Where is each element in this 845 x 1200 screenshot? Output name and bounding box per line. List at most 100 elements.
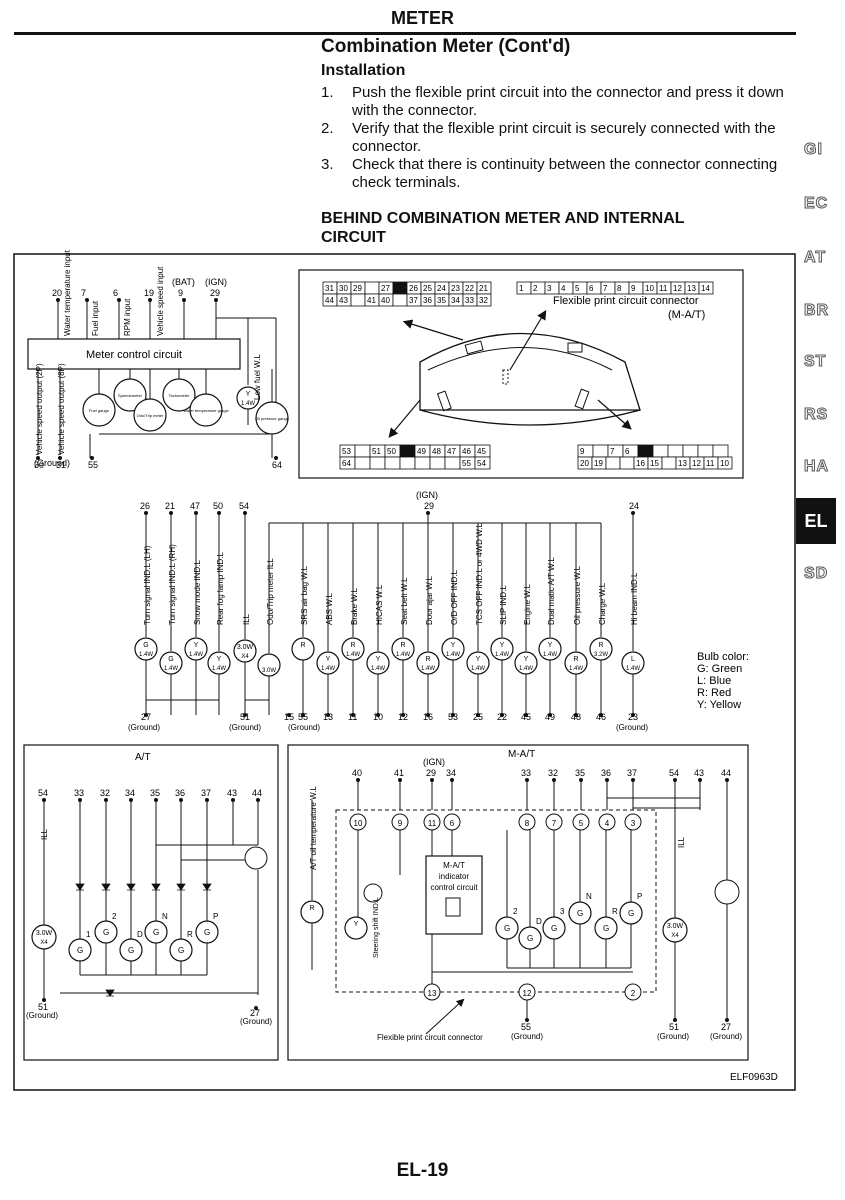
buzzer-circle xyxy=(714,879,740,905)
connector-cell xyxy=(429,456,446,470)
connector-cell xyxy=(350,293,366,307)
tab-rs[interactable]: RS xyxy=(803,406,829,424)
side-tab-index: GI EC AT BR ST RS HA EL SD xyxy=(796,0,845,600)
connector-cell xyxy=(712,444,729,458)
gear-bulb-letter: G xyxy=(527,934,533,943)
lamp-label: Door ajar W.L xyxy=(425,576,434,625)
connector-pin: 51 xyxy=(372,447,381,456)
diode xyxy=(176,883,186,891)
meter-lower-curve xyxy=(419,409,641,426)
pin-number: 35 xyxy=(575,768,585,778)
connector-pin: 36 xyxy=(423,296,432,305)
fpc-terminal xyxy=(624,983,642,1001)
mat-display xyxy=(445,897,461,917)
connector-pin: 23 xyxy=(451,284,460,293)
connector-pin: 7 xyxy=(603,284,608,293)
connector-pin: 53 xyxy=(342,447,351,456)
diode xyxy=(75,883,85,891)
connector-pin: 33 xyxy=(465,296,474,305)
tab-sd[interactable]: SD xyxy=(803,565,829,583)
pin-number: 26 xyxy=(140,501,150,511)
gear-bulb-letter: G xyxy=(153,928,159,937)
output-label: Vehicle speed output (2P) xyxy=(35,363,44,455)
tab-ec[interactable]: EC xyxy=(803,195,829,213)
terminal-dot xyxy=(376,713,380,717)
pin-number: 36 xyxy=(175,788,185,798)
connector-pin: 1 xyxy=(519,284,524,293)
pin-label: Fuel input xyxy=(91,300,100,336)
legend-title: Bulb color: xyxy=(697,651,749,663)
installation-steps: 1.Push the flexible print circuit into t… xyxy=(321,84,796,192)
fpc-terminal-number: 7 xyxy=(552,819,557,828)
connector-pin: 41 xyxy=(367,296,376,305)
tab-st[interactable]: ST xyxy=(803,353,827,371)
connector-cell xyxy=(399,456,416,470)
ground-label: (Ground) xyxy=(128,723,160,732)
fpc-terminal-number: 3 xyxy=(631,819,636,828)
bulb-wattage: 1.4W xyxy=(471,666,485,672)
connector-pin: 4 xyxy=(561,284,566,293)
bulb: R xyxy=(291,637,315,661)
connector-pin: 13 xyxy=(687,284,696,293)
lamp-label: Dual matic A/T W.L xyxy=(547,557,556,625)
connector-frame xyxy=(298,269,744,479)
bulb-color: G xyxy=(143,642,148,649)
connector-pin: 50 xyxy=(387,447,396,456)
lamp-label: O/D OFF IND.L xyxy=(450,569,459,625)
transistor xyxy=(363,883,383,903)
pin-number: 37 xyxy=(627,768,637,778)
pin-number: 36 xyxy=(601,768,611,778)
gear-bulb-letter: G xyxy=(77,946,83,955)
step-number: 1. xyxy=(321,84,334,101)
fpc-terminal-number: 10 xyxy=(354,819,363,828)
diagram-title: BEHIND COMBINATION METER AND INTERNAL CI… xyxy=(321,210,685,246)
pin-number: 33 xyxy=(74,788,84,798)
pointer-arrow xyxy=(402,319,464,341)
connector-cell xyxy=(637,444,654,458)
terminal-dot xyxy=(524,713,528,717)
bulb-color: R xyxy=(425,656,430,663)
bulb-wattage: 1.4W xyxy=(569,666,583,672)
terminal-dot xyxy=(500,713,504,717)
bat-label: (BAT) xyxy=(172,277,195,287)
terminal-dot xyxy=(548,713,552,717)
step-item: 3.Check that there is continuity between… xyxy=(321,156,796,192)
pin-number: 25 xyxy=(473,712,483,722)
connector-cell xyxy=(364,281,380,295)
tab-at[interactable]: AT xyxy=(803,249,827,267)
connector-pin: 11 xyxy=(706,459,715,468)
pin-number: 54 xyxy=(38,788,48,798)
connector-cell xyxy=(682,444,699,458)
tab-el-active[interactable]: EL xyxy=(796,498,836,544)
pin-number: 51 xyxy=(669,1022,679,1032)
bulb: L1.4W xyxy=(621,651,645,675)
page-number: EL-19 xyxy=(396,1160,449,1181)
pin-number: 16 xyxy=(423,712,433,722)
terminal-dot xyxy=(144,713,148,717)
pin-number: 29 xyxy=(210,288,220,298)
at-title: A/T xyxy=(135,752,151,763)
connector-pin: 43 xyxy=(339,296,348,305)
header-rule xyxy=(14,32,796,35)
step-number: 3. xyxy=(321,156,334,173)
bulb: Y1.4W xyxy=(441,637,465,661)
tab-br[interactable]: BR xyxy=(803,302,830,320)
connector-cell xyxy=(697,444,714,458)
connector-pin: 6 xyxy=(589,284,594,293)
tab-gi[interactable]: GI xyxy=(804,141,823,159)
pin-number: 10 xyxy=(373,712,383,722)
tab-ha[interactable]: HA xyxy=(803,458,830,476)
bulb-color: Y xyxy=(476,656,481,663)
connector-cell xyxy=(392,293,408,307)
terminal-dot xyxy=(90,456,94,460)
ign-label: (IGN) xyxy=(416,490,438,500)
pin-number: 19 xyxy=(144,288,154,298)
terminal-dot xyxy=(58,456,62,460)
terminal-dot xyxy=(574,713,578,717)
pin-number: 27 xyxy=(250,1008,260,1018)
pin-number: 32 xyxy=(548,768,558,778)
gear-bulb-letter: G xyxy=(603,924,609,933)
output-label: Vehicle speed output (8P) xyxy=(57,363,66,455)
